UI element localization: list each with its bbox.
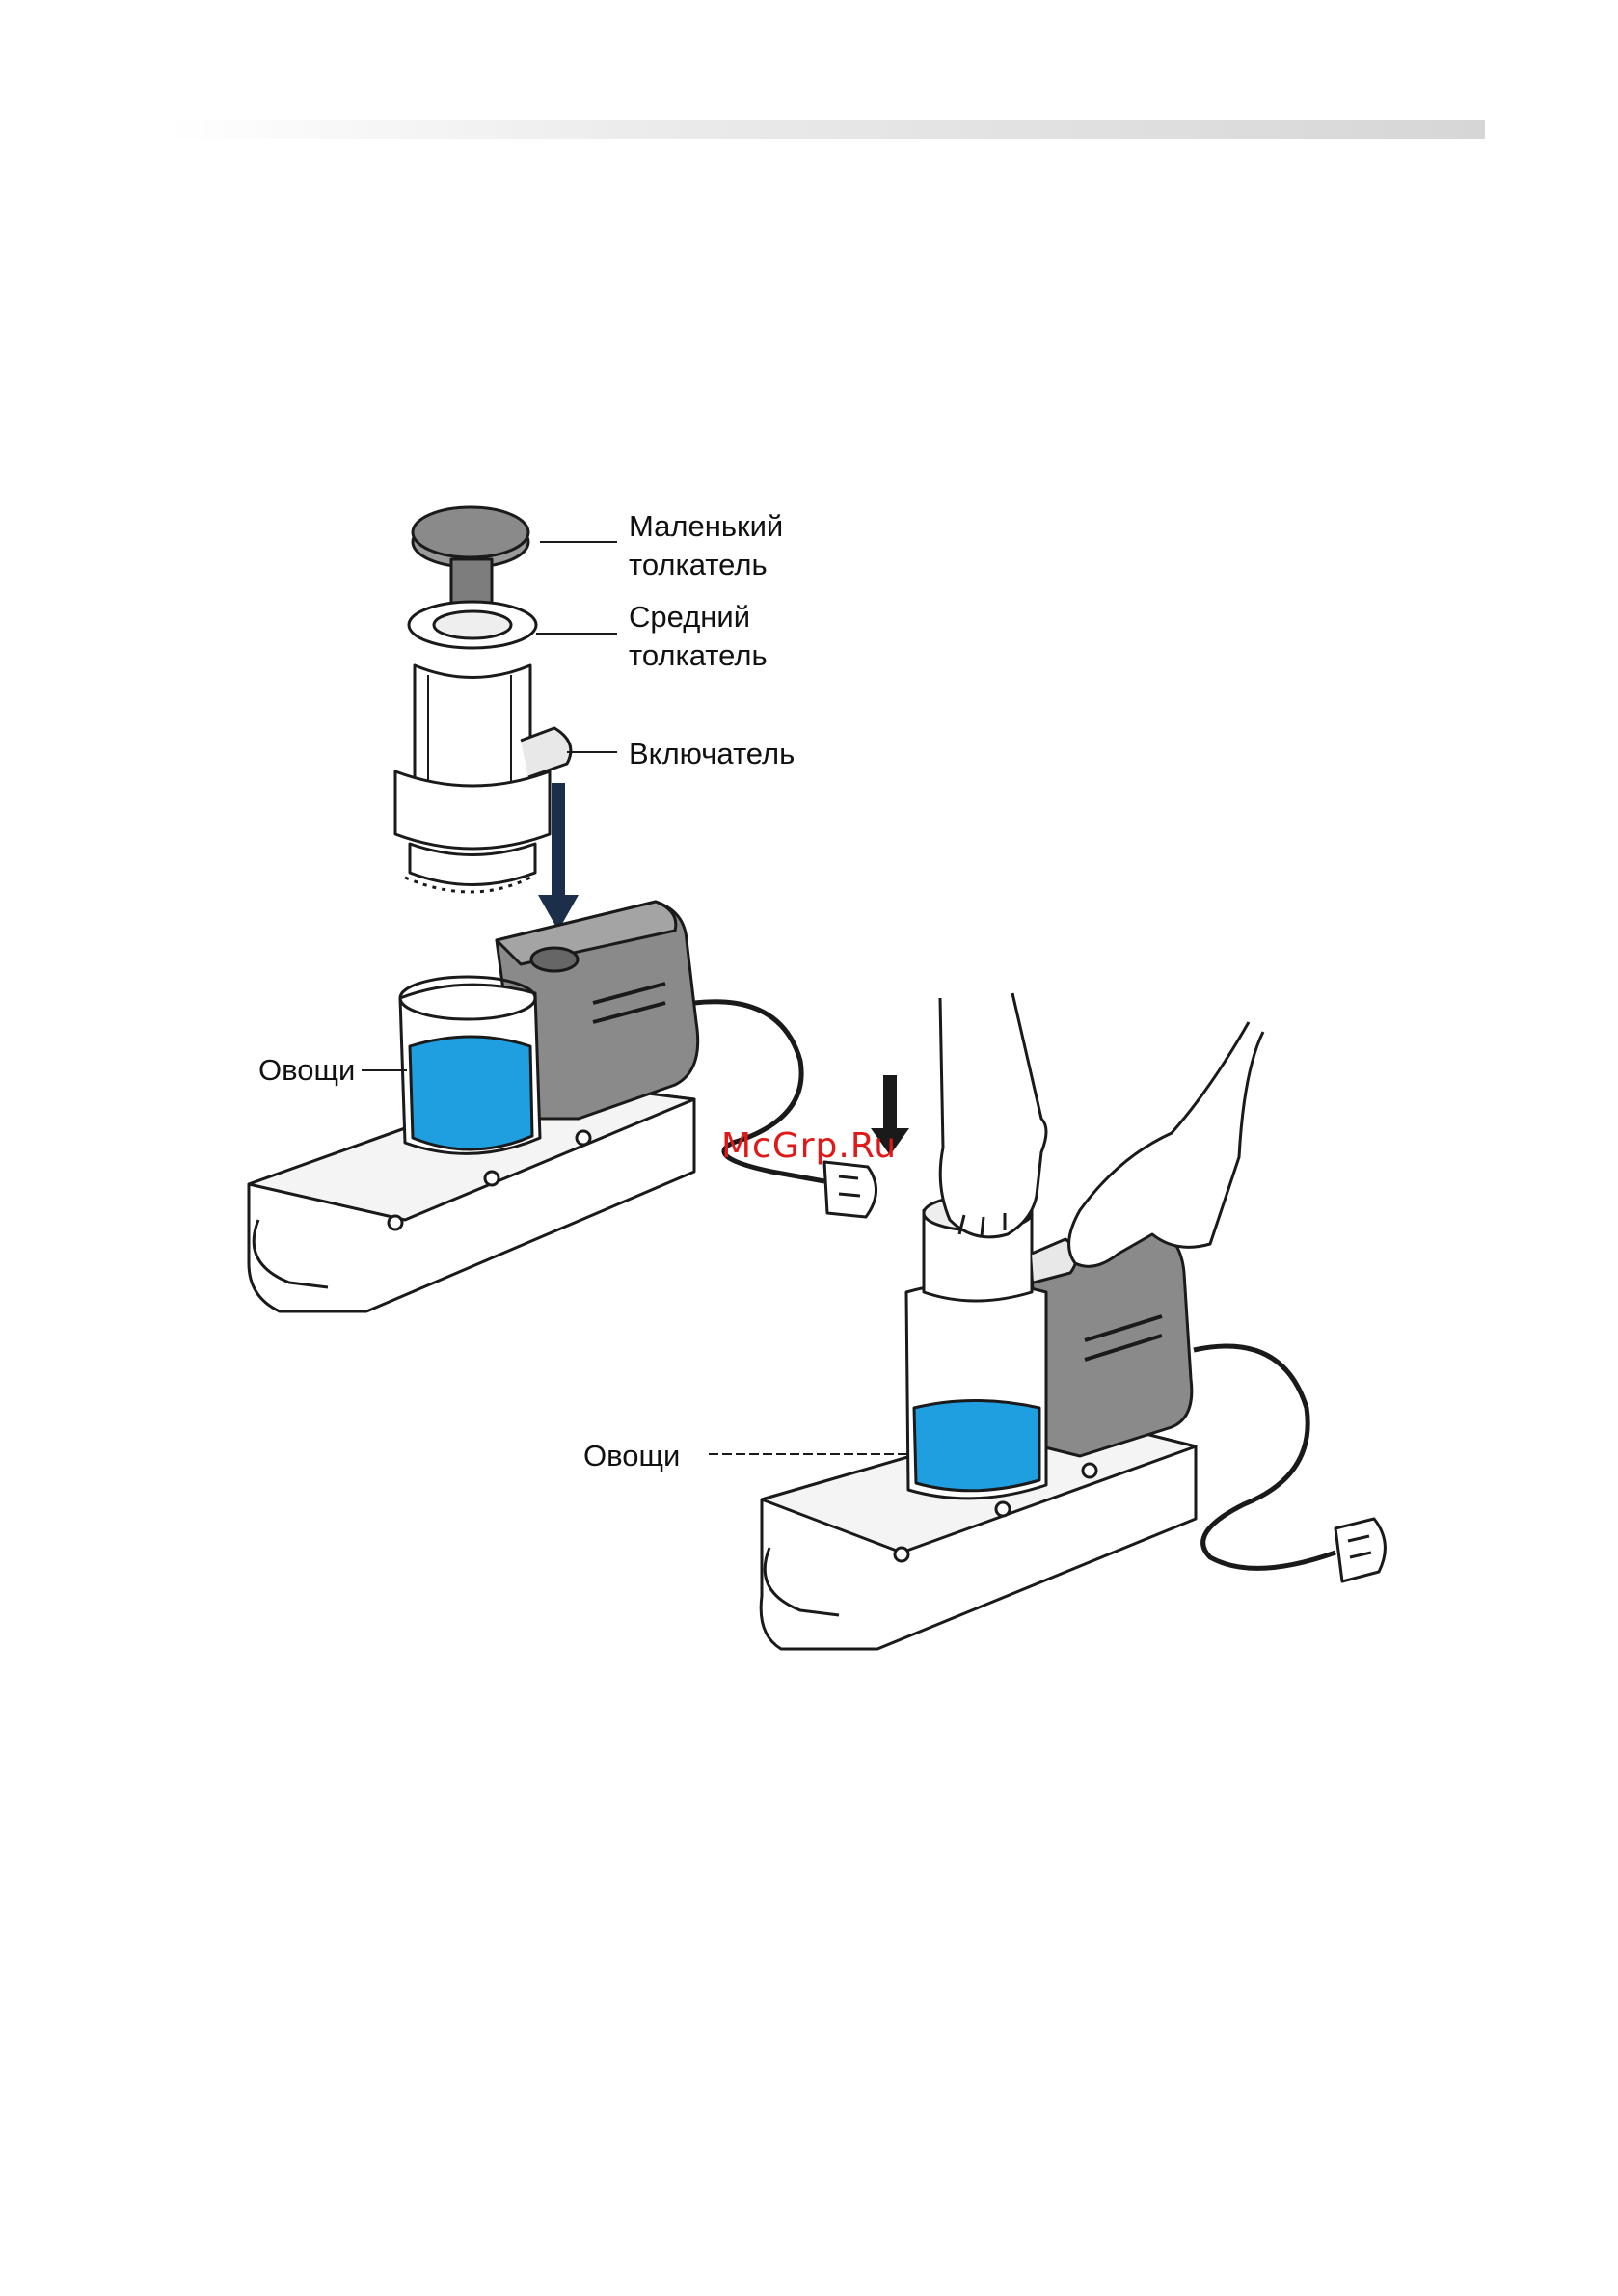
label-medium-pusher: Средний толкатель — [629, 598, 768, 675]
vegetables-fill-left — [410, 1037, 532, 1149]
food-processor-right — [761, 1196, 1196, 1649]
watermark: McGrp.Ru — [721, 1126, 897, 1166]
hand-left — [940, 993, 1046, 1237]
label-medium-pusher-line2: толкатель — [629, 636, 768, 675]
power-plug-icon — [824, 1162, 876, 1217]
label-small-pusher: Маленький толкатель — [629, 507, 783, 584]
label-switch: Включатель — [629, 735, 795, 773]
vegetables-fill-right — [914, 1401, 1039, 1491]
label-vegetables-right: Овощи — [583, 1437, 680, 1475]
power-cord-right — [1194, 1346, 1335, 1568]
hand-right — [1069, 1022, 1263, 1266]
power-plug-icon — [1335, 1519, 1385, 1581]
label-medium-pusher-line1: Средний — [629, 598, 768, 636]
food-processor-left — [249, 902, 698, 1311]
label-small-pusher-line1: Маленький — [629, 507, 783, 546]
label-vegetables-left: Овощи — [258, 1051, 355, 1090]
label-small-pusher-line2: толкатель — [629, 546, 783, 584]
medium-pusher — [409, 602, 536, 803]
